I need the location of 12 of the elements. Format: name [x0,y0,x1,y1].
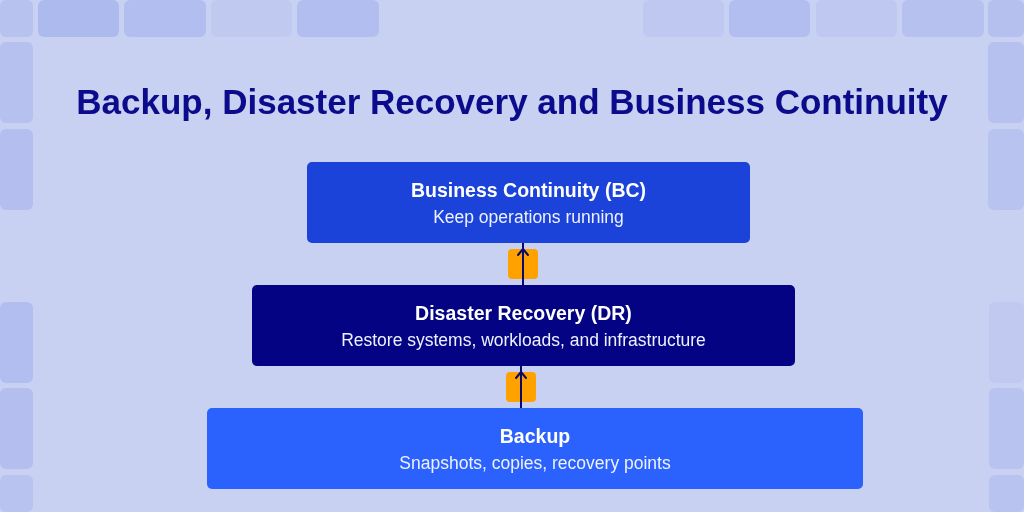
title: Backup, Disaster Recovery and Business Continuity [75,82,949,122]
box-description: Restore systems, workloads, and infrastructure [341,329,706,350]
process-box [307,162,750,243]
process-box [252,285,795,366]
arrow [517,242,529,286]
process-box [207,408,863,489]
box-description: Snapshots, copies, recovery points [399,452,671,473]
box-heading: Disaster Recovery (DR) [415,301,632,324]
box-description: Keep operations running [433,206,624,227]
box-heading: Business Continuity (BC) [410,178,647,201]
box-heading: Backup [499,424,571,447]
arrow [515,365,527,409]
